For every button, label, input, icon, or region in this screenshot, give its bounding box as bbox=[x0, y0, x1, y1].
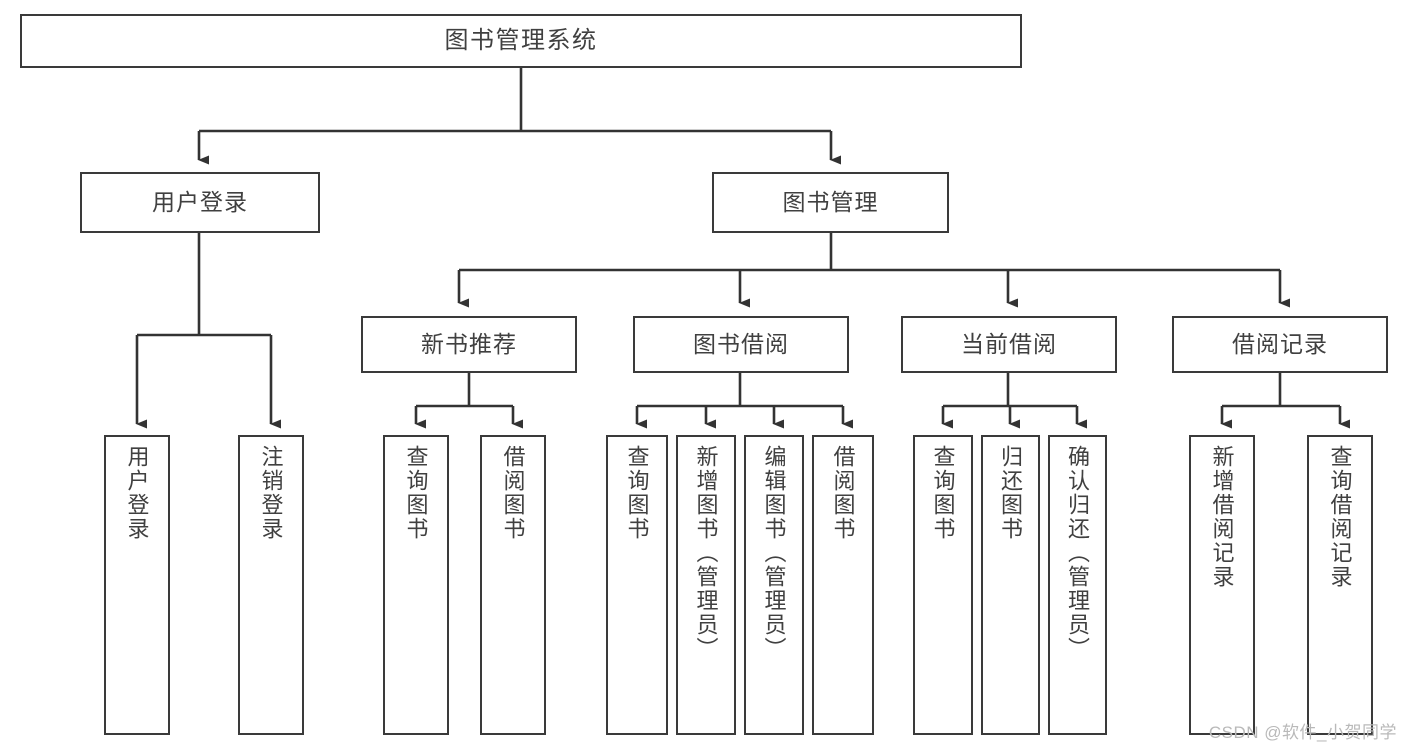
node-leaf-edit-book-label: 编辑图书（管理员） bbox=[761, 445, 787, 661]
node-leaf-return-book-label: 归还图书 bbox=[998, 445, 1024, 541]
node-current-borrow[interactable]: 当前借阅 bbox=[901, 316, 1117, 373]
node-borrow-record[interactable]: 借阅记录 bbox=[1172, 316, 1388, 373]
node-user-login-label: 用户登录 bbox=[152, 188, 248, 215]
node-leaf-query-record-label: 查询借阅记录 bbox=[1327, 445, 1353, 589]
node-root-label: 图书管理系统 bbox=[444, 26, 598, 54]
node-leaf-confirm-return-label: 确认归还（管理员） bbox=[1065, 445, 1091, 661]
node-root[interactable]: 图书管理系统 bbox=[20, 14, 1022, 68]
node-leaf-confirm-return[interactable]: 确认归还（管理员） bbox=[1048, 435, 1107, 735]
node-leaf-query-book-1[interactable]: 查询图书 bbox=[383, 435, 449, 735]
node-book-manage-label: 图书管理 bbox=[782, 188, 879, 215]
node-borrow-record-label: 借阅记录 bbox=[1232, 330, 1328, 357]
node-book-borrow[interactable]: 图书借阅 bbox=[633, 316, 849, 373]
node-leaf-add-book[interactable]: 新增图书（管理员） bbox=[676, 435, 736, 735]
node-leaf-user-login[interactable]: 用户登录 bbox=[104, 435, 170, 735]
node-leaf-query-record[interactable]: 查询借阅记录 bbox=[1307, 435, 1373, 735]
node-leaf-user-login-label: 用户登录 bbox=[124, 445, 150, 541]
node-leaf-query-book-3-label: 查询图书 bbox=[930, 445, 956, 541]
node-leaf-borrow-book-1-label: 借阅图书 bbox=[500, 445, 526, 541]
node-leaf-query-book-3[interactable]: 查询图书 bbox=[913, 435, 973, 735]
node-leaf-borrow-book-2-label: 借阅图书 bbox=[830, 445, 856, 541]
node-leaf-borrow-book-2[interactable]: 借阅图书 bbox=[812, 435, 874, 735]
node-book-manage[interactable]: 图书管理 bbox=[712, 172, 949, 233]
node-leaf-edit-book[interactable]: 编辑图书（管理员） bbox=[744, 435, 804, 735]
node-leaf-add-record-label: 新增借阅记录 bbox=[1209, 445, 1235, 589]
node-leaf-add-book-label: 新增图书（管理员） bbox=[693, 445, 719, 661]
node-leaf-return-book[interactable]: 归还图书 bbox=[981, 435, 1040, 735]
node-leaf-query-book-2-label: 查询图书 bbox=[624, 445, 650, 541]
node-leaf-logout[interactable]: 注销登录 bbox=[238, 435, 304, 735]
csdn-watermark: CSDN @软件_小贺同学 bbox=[1208, 723, 1397, 742]
node-new-book-recommend-label: 新书推荐 bbox=[421, 330, 517, 357]
node-leaf-logout-label: 注销登录 bbox=[258, 445, 284, 541]
node-current-borrow-label: 当前借阅 bbox=[961, 330, 1057, 357]
node-user-login[interactable]: 用户登录 bbox=[80, 172, 320, 233]
node-leaf-query-book-1-label: 查询图书 bbox=[403, 445, 429, 541]
node-leaf-add-record[interactable]: 新增借阅记录 bbox=[1189, 435, 1255, 735]
node-book-borrow-label: 图书借阅 bbox=[693, 330, 789, 357]
node-leaf-query-book-2[interactable]: 查询图书 bbox=[606, 435, 668, 735]
node-leaf-borrow-book-1[interactable]: 借阅图书 bbox=[480, 435, 546, 735]
node-new-book-recommend[interactable]: 新书推荐 bbox=[361, 316, 577, 373]
